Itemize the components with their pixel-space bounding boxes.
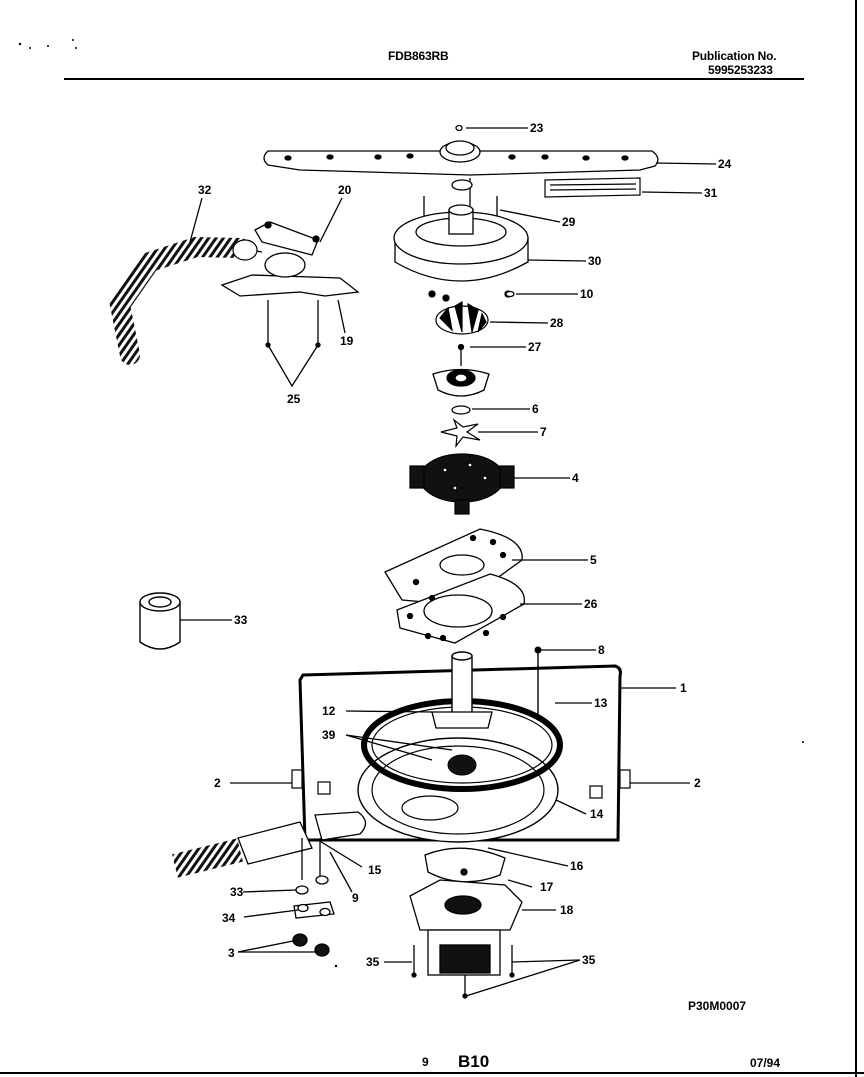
- bracket-cup: [432, 343, 490, 397]
- callout-29: 29: [562, 215, 576, 229]
- callout-6: 6: [532, 402, 539, 416]
- spray-arm-support: [220, 221, 360, 348]
- callout-23: 23: [530, 121, 544, 135]
- callout-2: 2: [694, 776, 701, 790]
- plate-gasket: [396, 573, 525, 644]
- callout-12: 12: [322, 704, 336, 718]
- callout-9: 9: [352, 891, 359, 905]
- pump-housing: [393, 178, 529, 302]
- callout-1: 1: [680, 681, 687, 695]
- callout-25: 25: [287, 392, 301, 406]
- chopper-impeller: [435, 300, 489, 335]
- drive-motor: [409, 847, 523, 999]
- callout-13: 13: [594, 696, 608, 710]
- callout-34: 34: [222, 911, 236, 925]
- callout-20: 20: [338, 183, 352, 197]
- model-number: FDB863RB: [388, 49, 449, 63]
- footer-rule: [0, 1072, 864, 1074]
- mounting-plate: [384, 528, 523, 606]
- callout-16: 16: [570, 859, 584, 873]
- drain-hose: [172, 811, 367, 878]
- callout-33: 33: [230, 885, 244, 899]
- callout-2: 2: [214, 776, 221, 790]
- callout-39: 39: [322, 728, 336, 742]
- header-rule: [64, 78, 804, 80]
- washer: [451, 405, 471, 415]
- tub-sump: [291, 646, 631, 843]
- callout-8: 8: [598, 643, 605, 657]
- callout-35: 35: [366, 955, 380, 969]
- publication-number: 5995253233: [708, 63, 773, 77]
- bushing: [139, 592, 181, 650]
- hardware-stack: [292, 838, 335, 957]
- callout-28: 28: [550, 316, 564, 330]
- callout-35: 35: [582, 953, 596, 967]
- right-edge-rule: [855, 0, 857, 1077]
- page-number: 9: [422, 1055, 429, 1069]
- revision-date: 07/94: [750, 1056, 781, 1070]
- callout-27: 27: [528, 340, 542, 354]
- callout-4: 4: [572, 471, 579, 485]
- leader-lines: [180, 127, 717, 997]
- deflector: [544, 177, 641, 198]
- callout-18: 18: [560, 903, 574, 917]
- section-code: B10: [458, 1052, 490, 1071]
- callout-15: 15: [368, 863, 382, 877]
- pump-body: [409, 453, 515, 515]
- spray-arm: [263, 124, 659, 176]
- publication-label: Publication No.: [692, 49, 777, 63]
- callout-33: 33: [234, 613, 248, 627]
- drawing-code: P30M0007: [688, 999, 746, 1013]
- callout-3: 3: [228, 946, 235, 960]
- scan-specks: [18, 39, 804, 968]
- callout-14: 14: [590, 807, 604, 821]
- callout-30: 30: [588, 254, 602, 268]
- callout-24: 24: [718, 157, 732, 171]
- feed-hose: [109, 236, 263, 365]
- callout-7: 7: [540, 425, 547, 439]
- callout-31: 31: [704, 186, 718, 200]
- callout-5: 5: [590, 553, 597, 567]
- callout-17: 17: [540, 880, 554, 894]
- star-wheel: [440, 418, 481, 449]
- callout-19: 19: [340, 334, 354, 348]
- callout-32: 32: [198, 183, 212, 197]
- callout-10: 10: [580, 287, 594, 301]
- callout-26: 26: [584, 597, 598, 611]
